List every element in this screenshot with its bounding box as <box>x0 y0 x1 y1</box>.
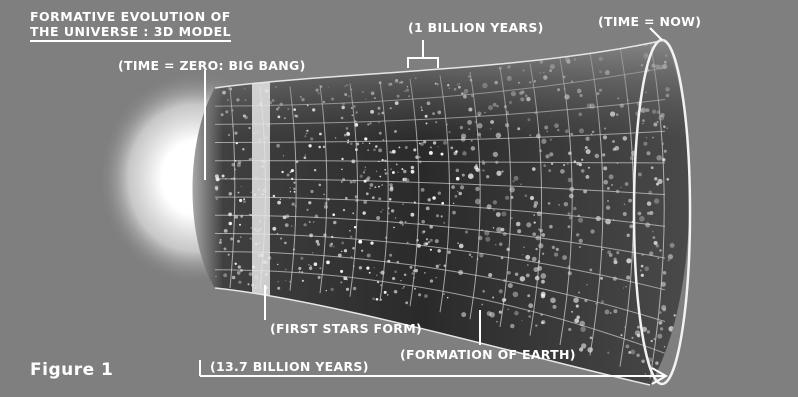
diagram-title: FORMATIVE EVOLUTION OF THE UNIVERSE : 3D… <box>30 9 231 42</box>
one-billion-years-label: (1 BILLION YEARS) <box>408 22 544 35</box>
total-time-label: (13.7 BILLION YEARS) <box>210 361 369 374</box>
now-leader <box>650 28 662 40</box>
title-line-2: THE UNIVERSE : 3D MODEL <box>30 24 231 42</box>
one-billion-bracket <box>408 40 438 68</box>
first-stars-band <box>252 60 270 310</box>
funnel-body <box>180 30 720 397</box>
title-line-1: FORMATIVE EVOLUTION OF <box>30 9 231 24</box>
formation-of-earth-label: (FORMATION OF EARTH) <box>400 349 576 362</box>
time-now-label: (TIME = NOW) <box>598 16 701 29</box>
figure-label: Figure 1 <box>30 362 113 379</box>
first-stars-label: (FIRST STARS FORM) <box>270 323 422 336</box>
big-bang-label: (TIME = ZERO: BIG BANG) <box>118 60 306 73</box>
